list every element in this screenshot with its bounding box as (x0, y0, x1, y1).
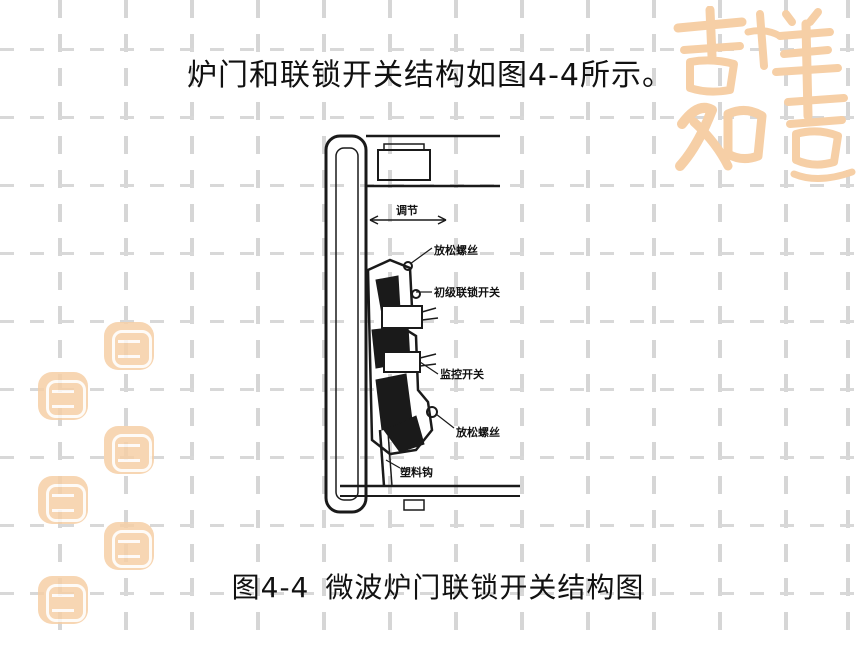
label-monitor-switch: 监控开关 (440, 367, 484, 381)
figure-caption-text: 微波炉门联锁开关结构图 (325, 571, 645, 604)
label-loosen-screw-top: 放松螺丝 (433, 243, 478, 257)
grid-line (0, 116, 860, 119)
label-plastic-hook: 塑料钩 (400, 465, 433, 479)
door-interlock-diagram: 调节 放松螺丝 初级联锁开关 监控开关 放松螺丝 塑料钩 (320, 130, 560, 520)
grid-line (0, 388, 860, 391)
grid-line (0, 252, 860, 255)
slide-title: 炉门和联锁开关结构如图4-4所示。 (187, 58, 673, 93)
grid-line (0, 524, 860, 527)
figure-caption: 图4-4 微波炉门联锁开关结构图 (0, 566, 860, 606)
label-loosen-screw-bottom: 放松螺丝 (455, 425, 500, 439)
small-seal-logo (38, 576, 88, 624)
small-seal-logo (38, 476, 88, 524)
small-seal-logo (38, 372, 88, 420)
grid-line (0, 592, 860, 595)
label-adjust: 调节 (396, 203, 418, 217)
large-seal-logo (673, 6, 856, 182)
small-seal-logo (104, 426, 154, 474)
small-seal-logo (104, 522, 154, 570)
grid-line (0, 456, 860, 459)
door-frame (324, 134, 368, 514)
label-primary-switch: 初级联锁开关 (434, 285, 500, 299)
grid-line (0, 48, 860, 51)
small-seal-logo (104, 322, 154, 370)
figure-number: 图4-4 (231, 571, 310, 604)
grid-line (0, 320, 860, 323)
